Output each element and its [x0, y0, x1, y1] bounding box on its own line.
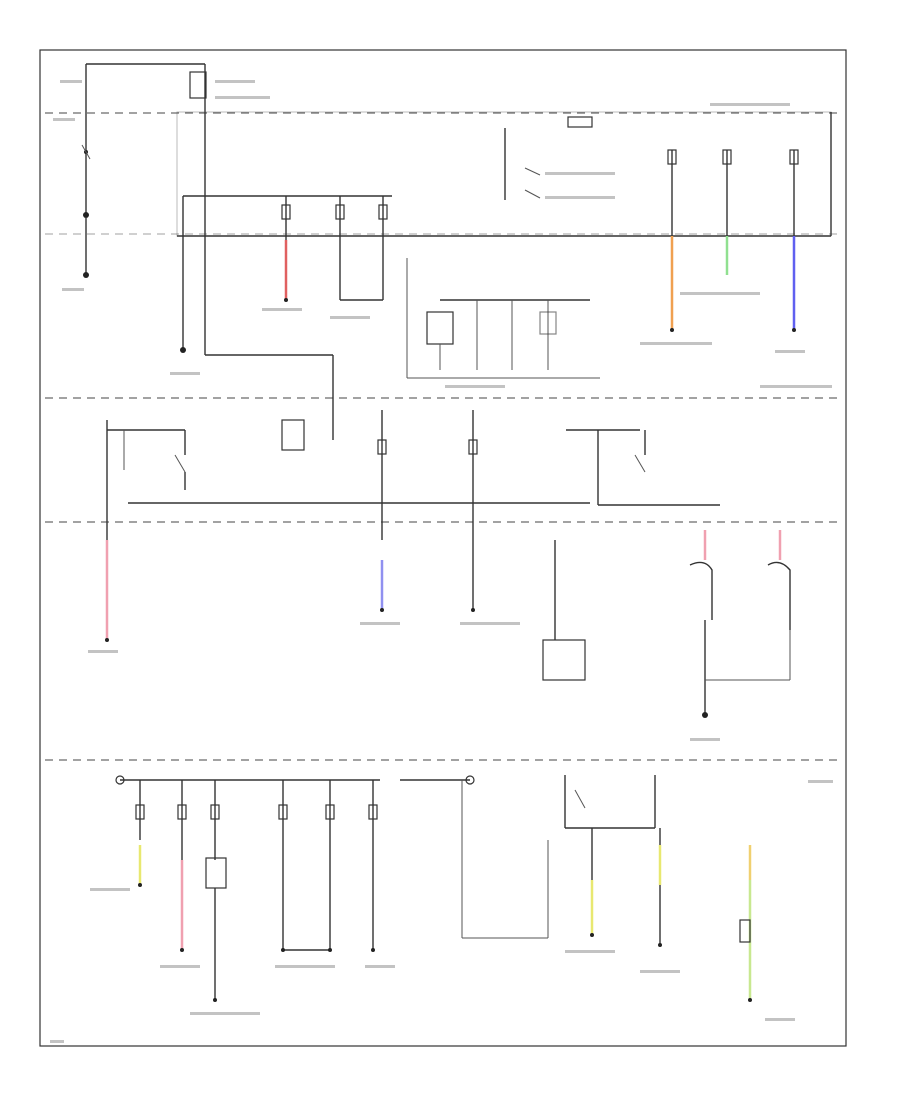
fuse-icon: [468, 439, 478, 455]
center-relay-box: [406, 258, 600, 379]
battery-circuit: [81, 63, 206, 355]
under-hood-fuse-box: [176, 111, 832, 237]
fuse-icon: [325, 804, 335, 820]
load-box-1: [542, 639, 586, 681]
ground-icon: [83, 212, 89, 218]
fuse-icon: [177, 804, 187, 820]
connector-icon: [739, 919, 751, 943]
fuse-icon: [335, 204, 345, 220]
relay-icon: [567, 116, 593, 128]
battery-icon: [83, 272, 89, 278]
dash-fuse-box: [106, 410, 720, 540]
component-labels: [50, 80, 833, 1043]
fuse-icon: [722, 149, 732, 165]
fuse-icon: [667, 149, 677, 165]
fuse-icon: [368, 804, 378, 820]
fuse-icon: [278, 804, 288, 820]
relay-top-middle: [504, 116, 593, 200]
fuse-icon: [378, 204, 388, 220]
diagram-frame: [39, 49, 847, 1047]
fuse-icon: [789, 149, 799, 165]
fuse-icon: [135, 804, 145, 820]
fusible-link: [189, 71, 207, 99]
fuse-icon: [377, 439, 387, 455]
bottom-fuse-bus: [115, 775, 380, 1002]
fuse-icon: [281, 204, 291, 220]
relay-icon: [426, 311, 454, 345]
fuse-group-1: [281, 196, 388, 301]
switch-icon: [634, 454, 646, 473]
right-load-group: [689, 530, 791, 718]
right-fuses: [667, 149, 799, 236]
relay-icon: [281, 419, 305, 451]
switch-icon: [174, 454, 186, 473]
fuse-icon: [210, 804, 220, 820]
ground-icon: [702, 712, 708, 718]
relay-icon: [205, 857, 227, 889]
switch-icon: [574, 789, 586, 809]
bottom-middle-circuit: [400, 775, 661, 939]
ground-icon: [180, 347, 186, 353]
